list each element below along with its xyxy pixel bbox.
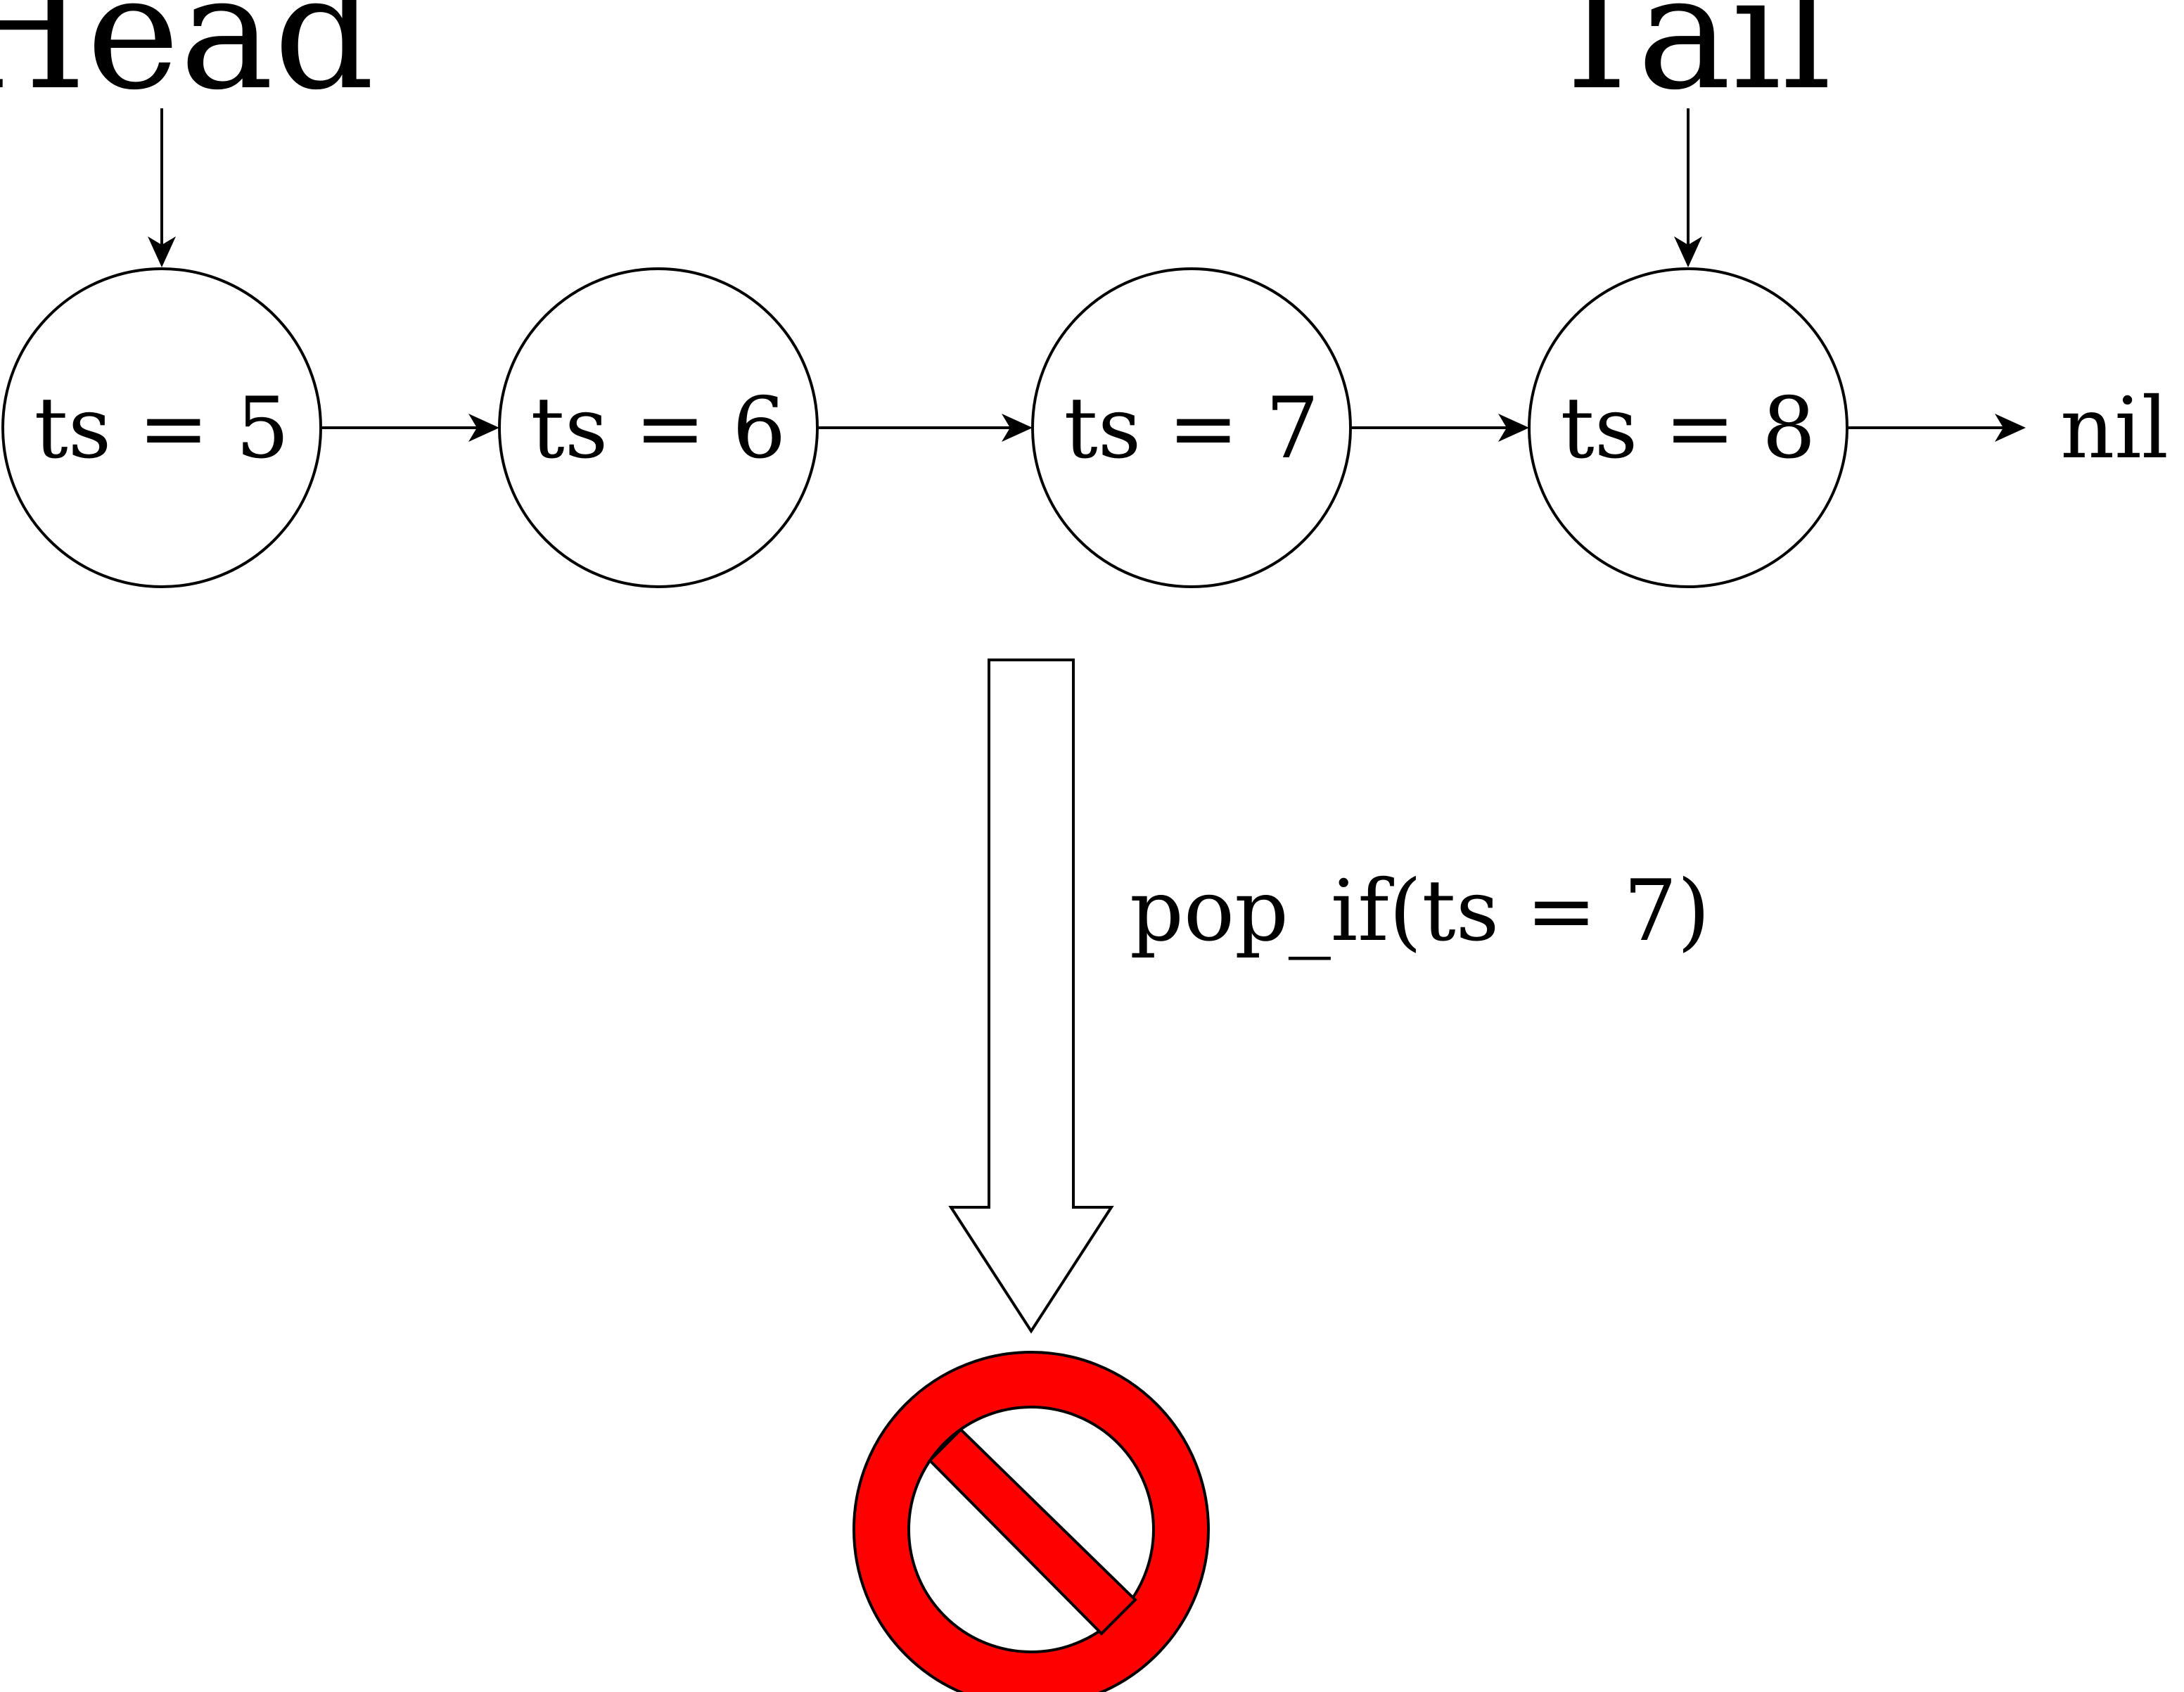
- next-arrow: [817, 414, 1033, 442]
- node-label: ts = 6: [531, 380, 786, 478]
- node-label: ts = 7: [1064, 380, 1320, 478]
- head-pointer-arrow: [148, 108, 176, 267]
- next-arrow: [321, 414, 499, 442]
- next-arrow: [1847, 414, 2026, 442]
- operation-arrow: [948, 659, 1114, 1334]
- tail-pointer-arrow: [1674, 108, 1702, 267]
- next-arrow: [1350, 414, 1529, 442]
- list-node: ts = 7: [1031, 267, 1352, 588]
- operation-label: pop_if(ts = 7): [1130, 863, 1710, 960]
- list-node: ts = 8: [1528, 267, 1848, 588]
- nil-label: nil: [2060, 380, 2169, 478]
- tail-label: Tail: [1545, 0, 1832, 125]
- head-label: Head: [0, 0, 374, 125]
- list-node: ts = 6: [498, 267, 819, 588]
- list-node: ts = 5: [1, 267, 322, 588]
- prohibited-icon: [852, 1351, 1211, 1692]
- node-label: ts = 5: [34, 380, 290, 478]
- node-label: ts = 8: [1561, 380, 1816, 478]
